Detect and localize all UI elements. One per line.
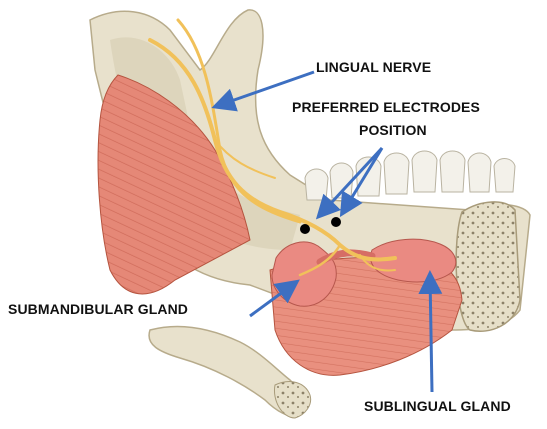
sublingual-gland-label: SUBLINGUAL GLAND (364, 398, 511, 414)
electrode-right (331, 217, 341, 227)
lingual-nerve-label: LINGUAL NERVE (316, 59, 431, 75)
electrode-left (300, 224, 310, 234)
mandible-cross-section (456, 202, 520, 331)
submandibular-gland-label: SUBMANDIBULAR GLAND (8, 301, 188, 317)
preferred-electrodes-label-line1: PREFERRED ELECTRODES (292, 99, 480, 115)
sublingual-arrow (430, 276, 432, 392)
preferred-electrodes-label-line2: POSITION (359, 122, 427, 138)
teeth (305, 151, 515, 200)
